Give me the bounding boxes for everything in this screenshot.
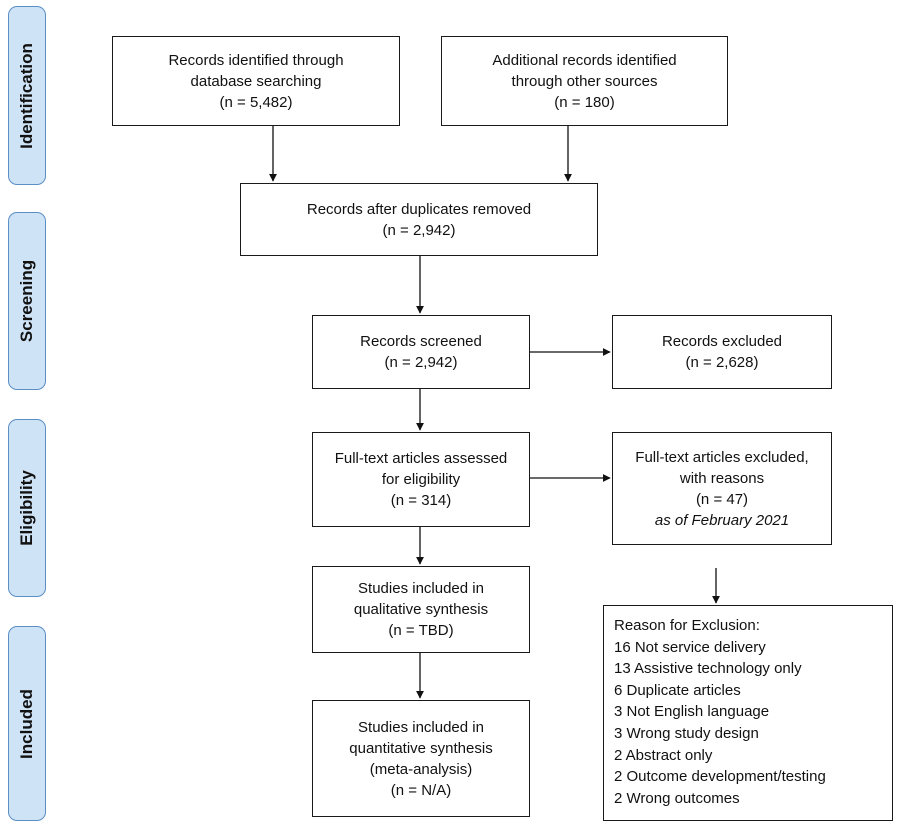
box-database-search: Records identified through database sear…	[112, 36, 400, 126]
stage-identification: Identification	[8, 6, 46, 185]
box-count: (n = 47)	[695, 490, 749, 508]
stage-eligibility: Eligibility	[8, 419, 46, 597]
box-line: database searching	[190, 72, 322, 90]
exclusion-reason-item: 2 Wrong outcomes	[614, 789, 740, 807]
box-count: (n = 180)	[554, 93, 615, 111]
box-line: Records identified through	[168, 51, 344, 69]
box-quantitative-synthesis: Studies included in quantitative synthes…	[312, 700, 530, 817]
exclusion-reason-item: 16 Not service delivery	[614, 638, 766, 656]
exclusion-reason-item: 6 Duplicate articles	[614, 681, 741, 699]
box-line: qualitative synthesis	[353, 601, 489, 618]
exclusion-reason-item: 3 Wrong study design	[614, 724, 759, 742]
stage-screening: Screening	[8, 212, 46, 390]
box-line: with reasons	[679, 469, 765, 487]
box-other-sources: Additional records identified through ot…	[441, 36, 728, 126]
exclusion-reason-item: 3 Not English language	[614, 703, 770, 721]
box-count: (n = N/A)	[390, 781, 452, 799]
box-count: (n = 2,942)	[382, 221, 456, 239]
box-line: Studies included in	[358, 580, 484, 597]
box-records-excluded: Records excluded (n = 2,628)	[612, 315, 832, 389]
box-line: quantitative synthesis	[349, 739, 493, 757]
box-line: Studies included in	[358, 718, 484, 736]
exclusion-reasons-box: Reason for Exclusion: 16 Not service del…	[603, 605, 893, 821]
box-line: through other sources	[511, 72, 658, 90]
box-count: (n = TBD)	[388, 622, 454, 639]
box-line: Additional records identified	[492, 51, 677, 69]
box-line: Records after duplicates removed	[306, 200, 532, 218]
box-note: as of February 2021	[654, 511, 790, 529]
box-fulltext-assessed: Full-text articles assessed for eligibil…	[312, 432, 530, 527]
stage-included: Included	[8, 626, 46, 821]
box-line: for eligibility	[381, 471, 461, 488]
box-count: (n = 5,482)	[219, 93, 293, 111]
box-line: Full-text articles excluded,	[635, 448, 809, 466]
exclusion-reasons-title: Reason for Exclusion:	[614, 617, 760, 634]
box-count: (n = 2,628)	[685, 354, 759, 371]
box-line: Records excluded	[661, 333, 783, 350]
box-line: (meta-analysis)	[369, 760, 473, 778]
exclusion-reason-item: 2 Abstract only	[614, 746, 713, 764]
exclusion-reason-item: 2 Outcome development/testing	[614, 768, 826, 786]
box-line: Full-text articles assessed	[334, 450, 508, 467]
box-records-screened: Records screened (n = 2,942)	[312, 315, 530, 389]
box-count: (n = 2,942)	[384, 354, 458, 371]
box-line: Records screened	[360, 333, 482, 350]
box-fulltext-excluded: Full-text articles excluded, with reason…	[612, 432, 832, 545]
box-count: (n = 314)	[390, 492, 452, 509]
exclusion-reason-item: 13 Assistive technology only	[614, 660, 802, 678]
box-after-duplicates: Records after duplicates removed (n = 2,…	[240, 183, 598, 256]
box-qualitative-synthesis: Studies included in qualitative synthesi…	[312, 566, 530, 653]
